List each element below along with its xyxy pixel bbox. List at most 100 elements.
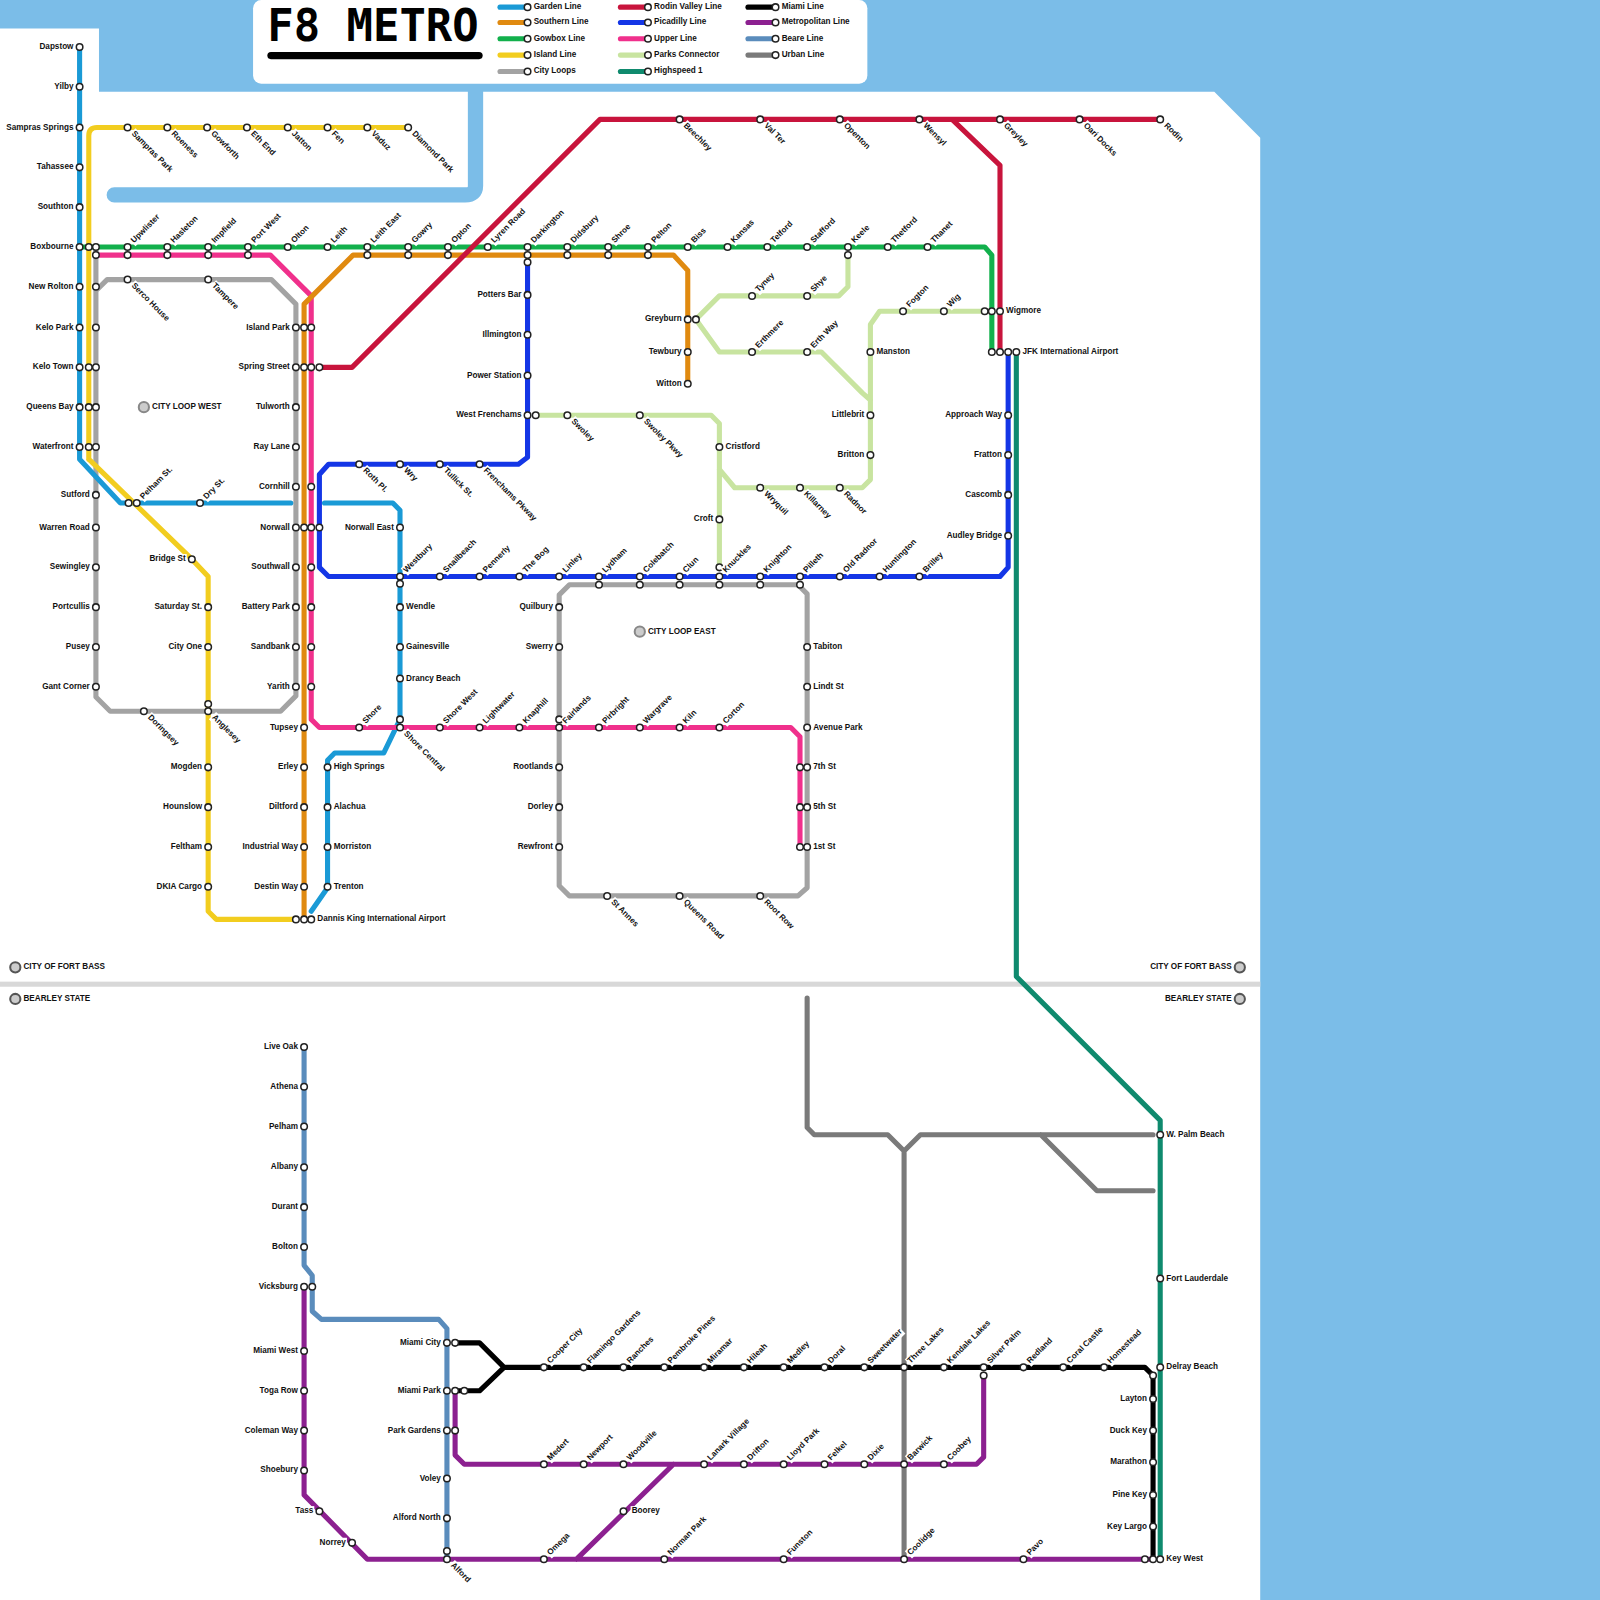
station-dot — [564, 252, 571, 259]
station-label: Tass — [294, 1506, 314, 1516]
station-dot — [484, 244, 491, 251]
legend-swatch — [620, 20, 648, 25]
station-label: Anglesey — [209, 712, 243, 746]
station-label: Manston — [876, 347, 912, 357]
station-dot — [301, 1348, 308, 1355]
station-label: Port West — [249, 211, 285, 247]
station-dot — [741, 1364, 748, 1371]
station-label: Leith — [328, 224, 350, 246]
station-dot — [76, 324, 83, 331]
station-label: Swoley — [568, 416, 597, 445]
station-label: Hounslow — [162, 802, 203, 812]
station-label: JFK International Airport — [1021, 347, 1119, 357]
legend-swatch — [500, 69, 528, 74]
station-label: CITY OF FORT BASS — [22, 962, 106, 972]
station-dot — [564, 412, 571, 419]
station-label: Dry St. — [201, 475, 228, 502]
station-label: Eth End — [248, 128, 278, 158]
station-dot — [989, 308, 996, 315]
station-dot — [397, 580, 404, 587]
miami-line — [455, 1343, 1153, 1559]
station-label: Pusey — [65, 642, 91, 652]
station-label: Pelham St. — [137, 464, 175, 502]
station-label: Battery Park — [241, 602, 291, 612]
station-label: Funston — [784, 1527, 815, 1558]
station-dot — [76, 244, 83, 251]
legend-text: Garden Line — [533, 2, 583, 12]
station-dot — [884, 244, 891, 251]
station-dot — [245, 244, 252, 251]
station-label: 5th St — [812, 802, 837, 812]
station-label: Toga Row — [259, 1386, 299, 1396]
station-label: Frenchams Pkway — [480, 465, 539, 524]
station-label: Pavo — [1024, 1536, 1046, 1558]
station-dot — [605, 252, 612, 259]
station-dot — [405, 124, 412, 131]
station-dot — [397, 724, 404, 731]
station-label: The Bog — [520, 544, 552, 576]
legend-swatch — [748, 20, 776, 25]
station-label: Sandbank — [250, 642, 291, 652]
station-label: Waterfront — [31, 442, 74, 452]
station-dot — [76, 124, 83, 131]
station-label: City One — [167, 642, 203, 652]
station-dot — [476, 573, 483, 580]
station-dot — [76, 44, 83, 51]
station-dot — [308, 564, 315, 571]
station-dot — [772, 4, 779, 11]
station-dot — [716, 516, 723, 523]
station-dot — [1060, 1364, 1067, 1371]
station-dot — [324, 124, 331, 131]
legend-text: Beare Line — [781, 34, 825, 44]
station-label: Keele — [849, 222, 873, 246]
station-label: Shore Central — [401, 728, 448, 775]
station-dot — [293, 404, 300, 411]
station-dot — [637, 724, 644, 731]
station-label: Key Largo — [1106, 1521, 1148, 1531]
station-dot — [76, 83, 83, 90]
station-label: Three Lakes — [905, 1324, 947, 1366]
station-dot — [645, 36, 652, 43]
station-dot — [86, 364, 93, 371]
station-dot — [301, 1244, 308, 1251]
station-label: Queens Bay — [25, 402, 74, 412]
station-label: Portcullis — [52, 602, 91, 612]
station-label: Medert — [545, 1436, 573, 1464]
station-label: Barwick — [905, 1433, 936, 1464]
station-label: Pennerly — [480, 543, 513, 576]
station-dot — [997, 116, 1004, 123]
station-dot — [93, 252, 100, 259]
station-dot — [596, 724, 603, 731]
station-label: Albany — [270, 1162, 299, 1172]
station-label: St Annes — [608, 897, 641, 930]
station-label: Swoley Pkwy — [641, 416, 686, 461]
station-dot — [397, 604, 404, 611]
station-dot — [205, 708, 212, 715]
station-dot — [804, 293, 811, 300]
station-dot — [308, 483, 315, 490]
station-label: Illmington — [481, 330, 522, 340]
station-dot — [308, 524, 315, 531]
station-dot — [524, 52, 531, 59]
station-dot — [397, 644, 404, 651]
station-label: Feltham — [170, 842, 203, 852]
station-label: Athena — [269, 1082, 299, 1092]
station-dot — [541, 1364, 548, 1371]
station-dot — [797, 581, 804, 588]
station-dot — [93, 364, 100, 371]
station-dot — [532, 412, 539, 419]
station-dot — [284, 244, 291, 251]
metropolitan-line — [304, 1287, 1153, 1559]
station-dot — [93, 524, 100, 531]
station-label: Fratton — [973, 450, 1003, 460]
station-label: Dixie — [865, 1441, 887, 1463]
station-dot — [308, 364, 315, 371]
station-dot — [716, 444, 723, 451]
station-dot — [804, 644, 811, 651]
legend-swatch — [748, 36, 776, 41]
station-label: Drancy Beach — [405, 673, 461, 683]
station-dot — [301, 916, 308, 923]
station-label: CITY LOOP EAST — [647, 627, 717, 637]
station-label: Wryquil — [761, 488, 791, 518]
station-label: W. Palm Beach — [1165, 1130, 1225, 1140]
